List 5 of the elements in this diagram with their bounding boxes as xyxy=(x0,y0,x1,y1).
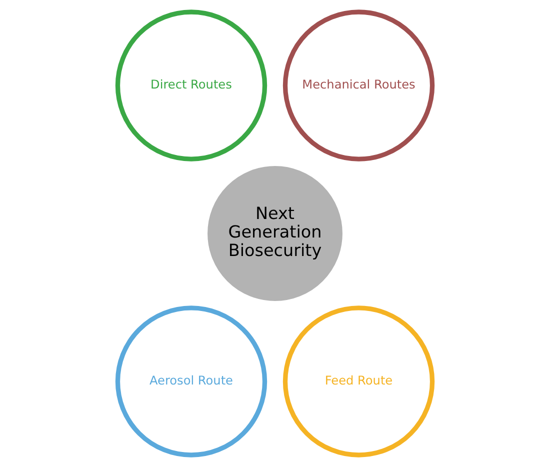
node-circle: Feed Route xyxy=(282,306,435,458)
node-circle: Direct Routes xyxy=(115,10,268,162)
node-circle: Next Generation Biosecurity xyxy=(208,166,342,301)
node-circle: Aerosol Route xyxy=(115,306,268,458)
node-circle: Mechanical Routes xyxy=(282,10,435,162)
